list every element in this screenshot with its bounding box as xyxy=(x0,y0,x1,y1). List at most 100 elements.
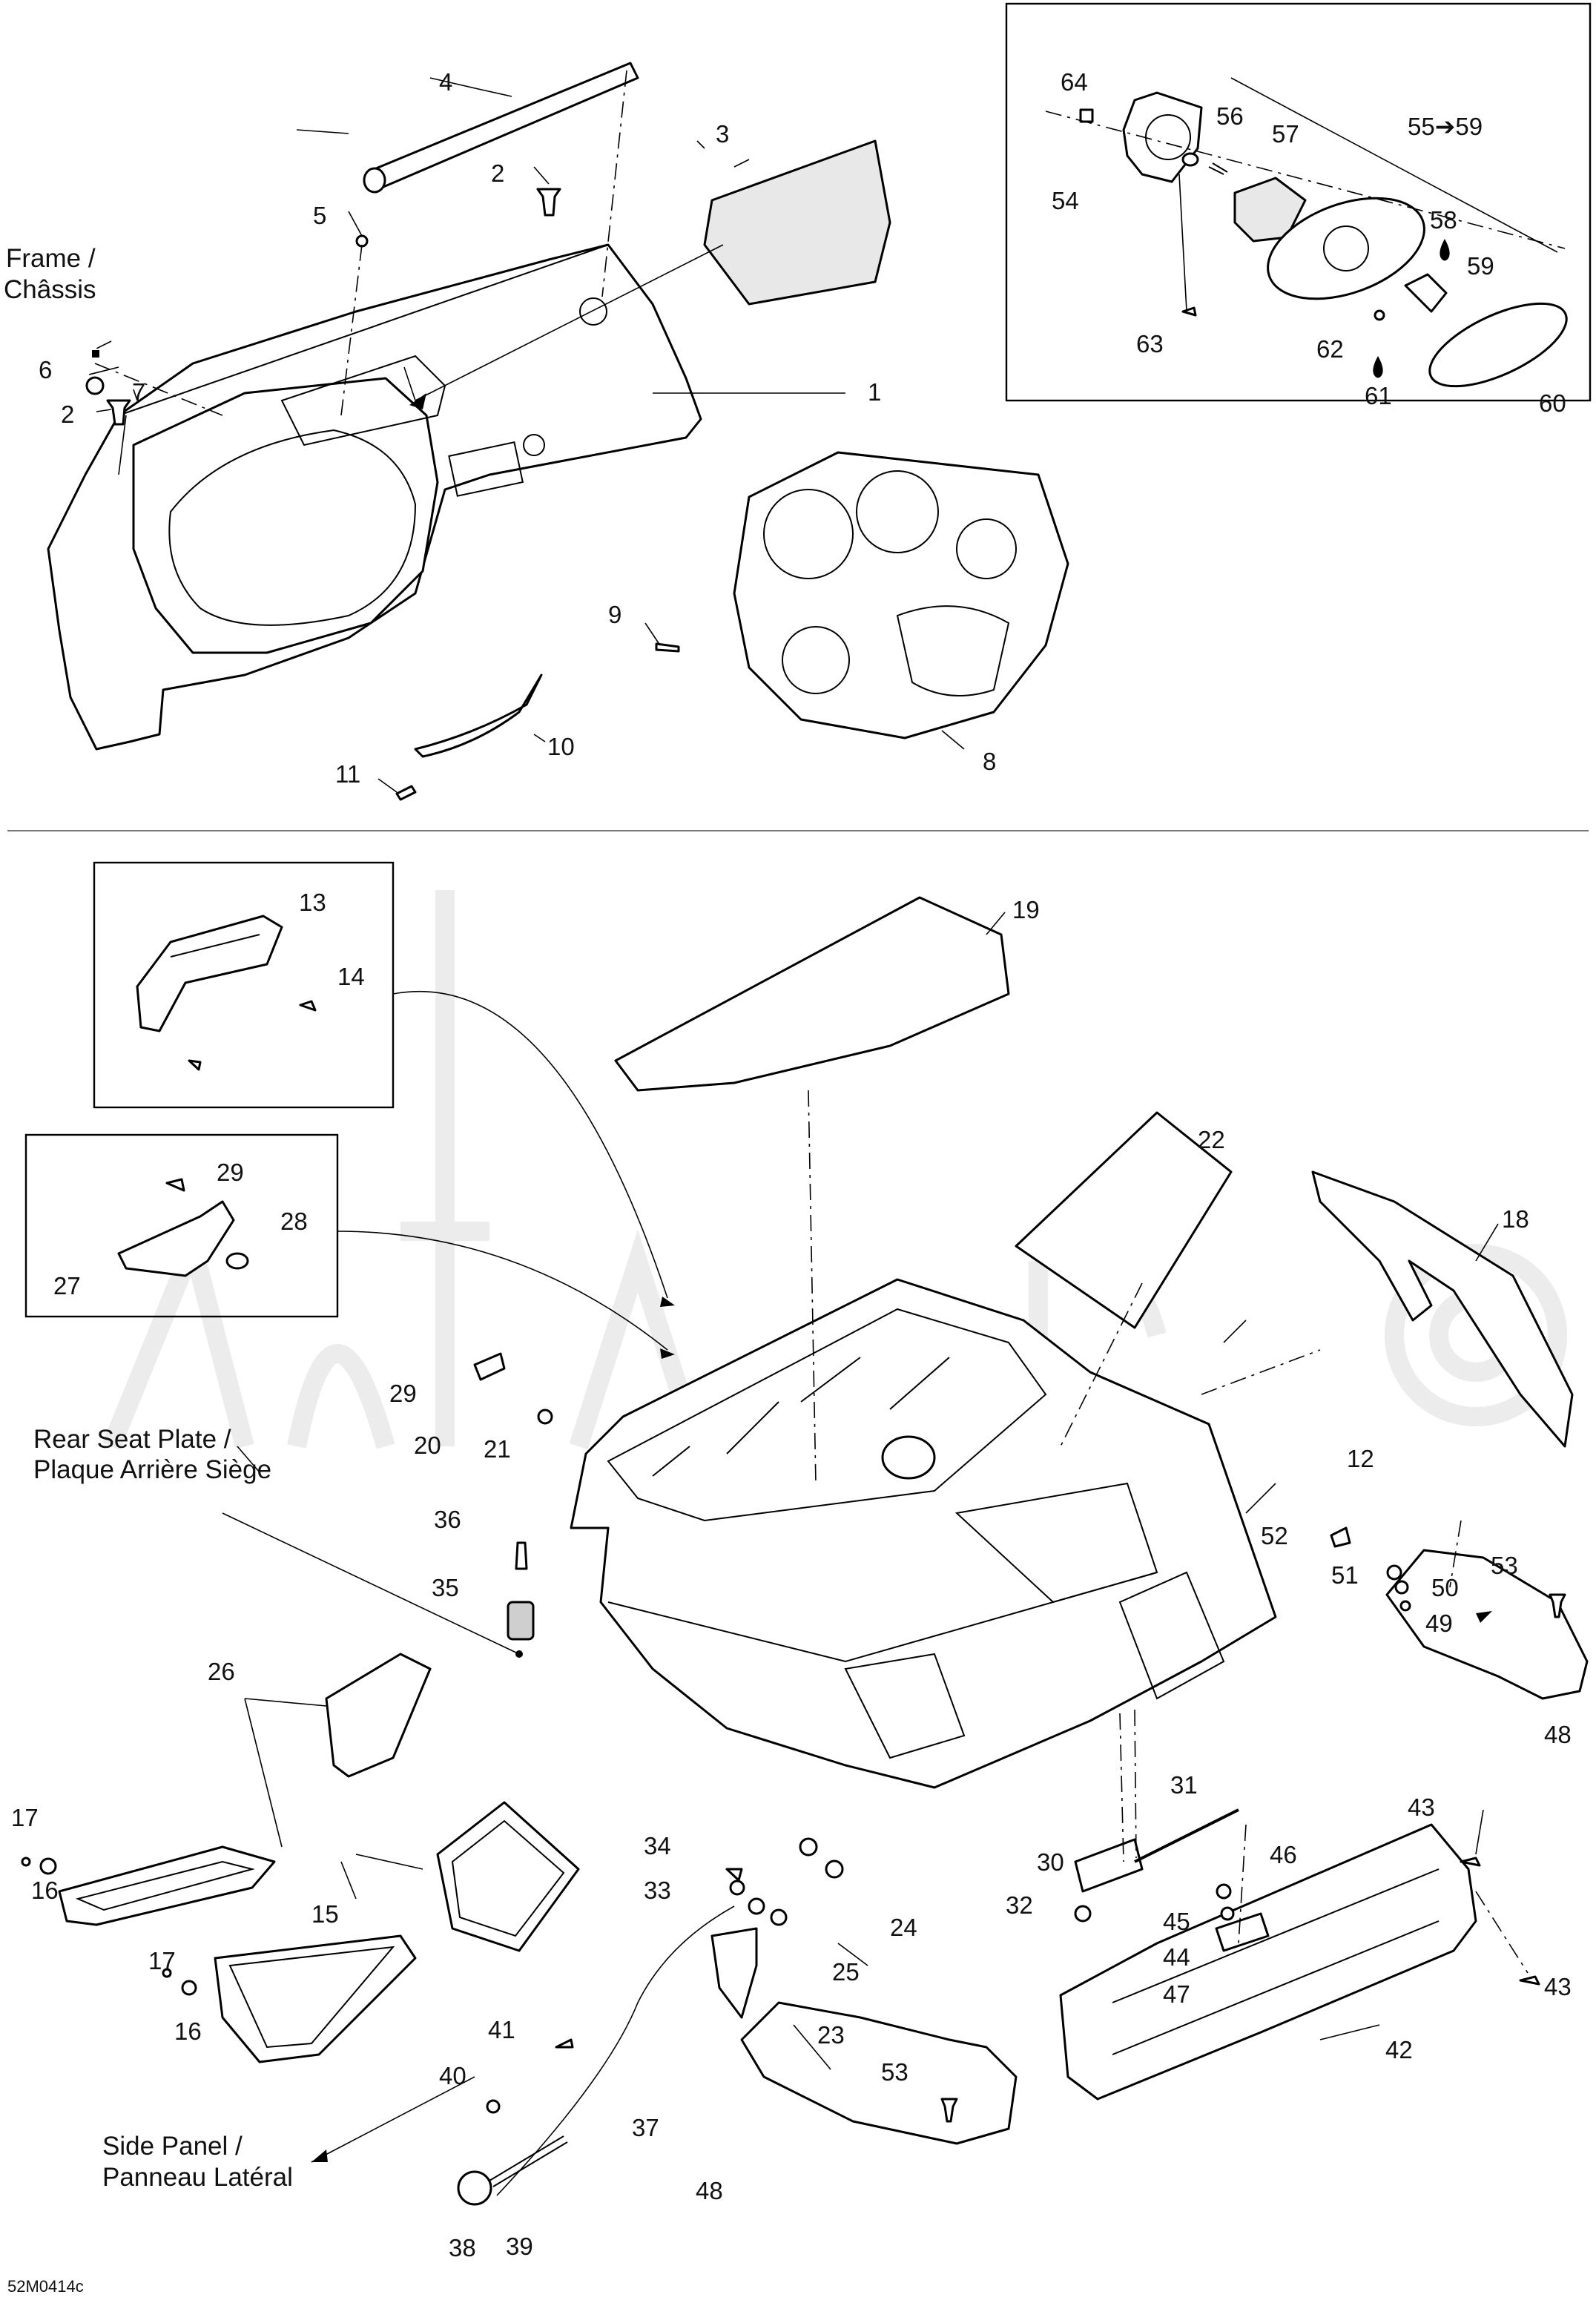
callout-32: 32 xyxy=(1006,1891,1033,1919)
callout-23: 23 xyxy=(817,2021,845,2049)
callout-16: 16 xyxy=(31,1877,59,1904)
callout-34: 34 xyxy=(644,1832,671,1859)
oil-drop-icon xyxy=(1440,239,1450,261)
part-19-cushion xyxy=(614,896,1010,1092)
callout-52: 52 xyxy=(1261,1522,1288,1549)
callout-16: 16 xyxy=(174,2017,202,2045)
callout-12: 12 xyxy=(1347,1445,1374,1472)
callout-19: 19 xyxy=(1012,896,1040,923)
leader-27 xyxy=(337,1231,668,1351)
arrow-icon xyxy=(660,1348,675,1359)
callout-1: 1 xyxy=(868,378,881,406)
callout-61: 61 xyxy=(1365,382,1392,409)
callout-64: 64 xyxy=(1061,68,1088,96)
part-42-rear-panel xyxy=(1059,1823,1477,2101)
callout-58: 58 xyxy=(1430,206,1457,234)
callout-48: 48 xyxy=(1544,1721,1572,1748)
callout-8: 8 xyxy=(983,748,996,775)
callout-35: 35 xyxy=(432,1574,459,1601)
part-39-spring xyxy=(489,2135,568,2187)
callout-numbers: 1 2 2 3 4 5 6 7 8 9 10 11 12 13 14 15 16… xyxy=(11,68,1572,2261)
side-panel-label-fr: Panneau Latéral xyxy=(102,2163,293,2192)
callout-18: 18 xyxy=(1502,1205,1529,1233)
callout-4: 4 xyxy=(439,68,452,96)
frame-label-fr: Châssis xyxy=(4,275,96,304)
callout-3: 3 xyxy=(716,120,729,148)
callout-53: 53 xyxy=(1491,1552,1518,1579)
detail-box-speaker xyxy=(1005,2,1592,402)
arrow-icon xyxy=(660,1297,675,1307)
callout-22: 22 xyxy=(1198,1126,1225,1153)
part-22-panel xyxy=(1015,1111,1233,1329)
part-48-bumper-lower xyxy=(740,2001,1018,2145)
part-31-rod xyxy=(1134,1808,1239,1863)
part-35-spacer xyxy=(507,1601,535,1641)
part-4-bar xyxy=(363,62,639,194)
callout-33: 33 xyxy=(644,1877,671,1904)
callout-45: 45 xyxy=(1163,1908,1190,1935)
leaders-top xyxy=(88,70,965,793)
callout-10: 10 xyxy=(547,733,575,760)
part-26-grilles xyxy=(58,1653,432,1926)
side-panel-label-en: Side Panel / xyxy=(102,2132,243,2161)
callout-25: 25 xyxy=(832,1958,860,1986)
callout-55-59: 55➔59 xyxy=(1408,113,1483,140)
callout-51: 51 xyxy=(1331,1561,1359,1589)
callout-41: 41 xyxy=(488,2016,515,2043)
callout-60: 60 xyxy=(1539,389,1566,417)
callout-46: 46 xyxy=(1270,1841,1297,1868)
callout-37: 37 xyxy=(632,2114,659,2141)
callout-29: 29 xyxy=(217,1159,244,1186)
part-23-bracket xyxy=(710,1927,758,2019)
callout-27: 27 xyxy=(53,1272,81,1299)
callout-43: 43 xyxy=(1408,1793,1435,1821)
part-3-cover xyxy=(703,139,891,306)
fasteners-top xyxy=(85,188,680,801)
part-10-trim xyxy=(414,673,543,758)
callout-56: 56 xyxy=(1216,102,1244,130)
oil-drop-icon xyxy=(1373,356,1383,378)
part-37-tether xyxy=(496,1905,735,2196)
callout-6: 6 xyxy=(39,356,52,383)
callout-24: 24 xyxy=(890,1914,917,1941)
leaders-bottom xyxy=(222,912,1529,2163)
callout-7: 7 xyxy=(132,378,145,406)
callout-9: 9 xyxy=(608,601,621,628)
part-15-panels xyxy=(214,1801,580,2063)
callout-11: 11 xyxy=(335,760,360,788)
rear-seat-label-en: Rear Seat Plate / xyxy=(33,1425,231,1454)
part-38-ring xyxy=(457,2170,492,2206)
callout-31: 31 xyxy=(1170,1771,1198,1799)
callout-15: 15 xyxy=(311,1900,339,1928)
callout-44: 44 xyxy=(1163,1943,1190,1971)
part-13-bracket xyxy=(136,915,317,1071)
arrow-icon xyxy=(311,2149,328,2162)
callout-13: 13 xyxy=(299,889,326,916)
diagram-code: 52M0414c xyxy=(7,2277,84,2296)
callout-36: 36 xyxy=(434,1506,461,1533)
callout-30: 30 xyxy=(1037,1848,1064,1876)
callout-17: 17 xyxy=(148,1947,176,1974)
callout-20: 20 xyxy=(414,1432,441,1459)
callout-40: 40 xyxy=(439,2062,466,2089)
callout-48: 48 xyxy=(696,2177,723,2204)
frame-label-en: Frame / xyxy=(6,244,96,273)
callout-42: 42 xyxy=(1385,2036,1413,2063)
callout-57: 57 xyxy=(1272,120,1299,148)
callout-49: 49 xyxy=(1425,1610,1453,1637)
callout-63: 63 xyxy=(1136,330,1164,358)
callout-21: 21 xyxy=(484,1435,511,1463)
callout-54: 54 xyxy=(1052,187,1079,214)
callout-14: 14 xyxy=(337,963,365,990)
leader-13 xyxy=(392,990,668,1299)
callout-38: 38 xyxy=(449,2234,476,2261)
part-18-trim xyxy=(1311,1170,1574,1448)
callout-47: 47 xyxy=(1163,1980,1190,2008)
text-labels: Frame / Châssis Rear Seat Plate / Plaque… xyxy=(4,244,293,2296)
callout-43: 43 xyxy=(1544,1973,1572,2000)
part-30-bracket xyxy=(1074,1838,1144,1893)
part-36-rivet xyxy=(515,1541,528,1570)
callout-39: 39 xyxy=(506,2233,533,2260)
callout-59: 59 xyxy=(1467,252,1494,280)
callout-53: 53 xyxy=(881,2058,909,2086)
